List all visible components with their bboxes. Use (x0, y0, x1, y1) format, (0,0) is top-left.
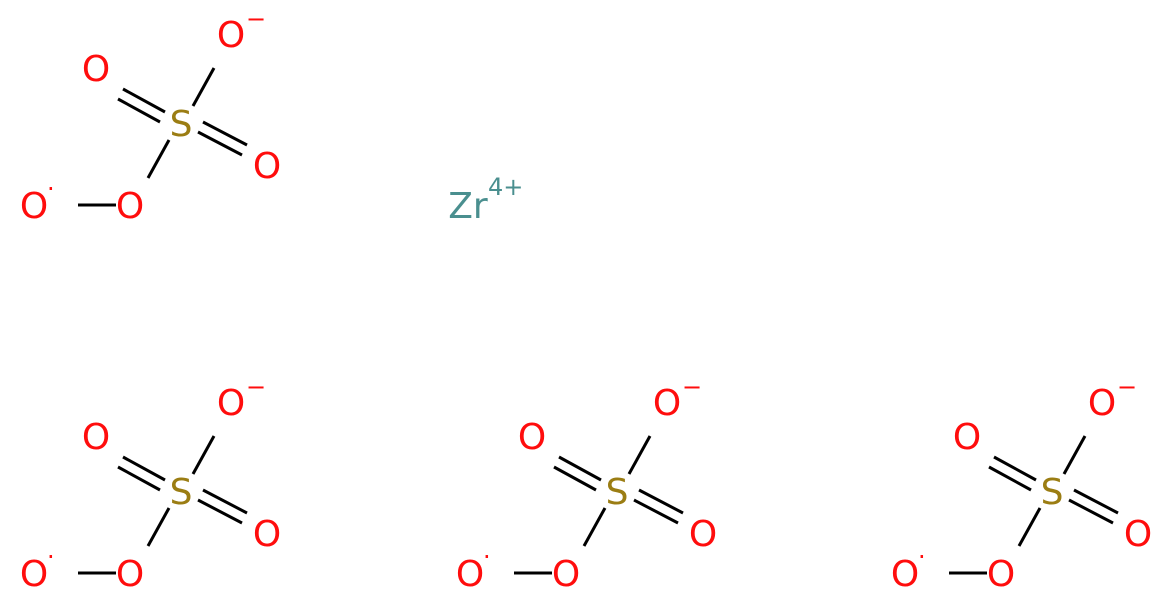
peroxy-sulfur-bond (146, 507, 171, 547)
radical-mark: · (47, 543, 55, 571)
oxo-double-bond-top-a (122, 87, 166, 114)
zirconium-charge: 4+ (488, 173, 523, 201)
oxo-double-bond-right-a (197, 498, 243, 525)
zirconium-symbol: Zr (448, 186, 488, 227)
oxo-double-bond-right-a (197, 130, 243, 157)
sulfur-atom: S (1041, 472, 1064, 513)
oxide-single-bond (191, 67, 216, 107)
oxo-oxygen-right: O (1124, 514, 1152, 555)
oxo-double-bond-top-b (988, 465, 1032, 492)
oxide-oxygen: O (1088, 383, 1116, 424)
peroxysulfate-group-3: S O O O − O O · (456, 373, 717, 595)
oxo-double-bond-right-b (638, 488, 684, 515)
oxo-double-bond-top-a (122, 455, 166, 482)
peroxy-sulfur-bond (1017, 507, 1042, 547)
sulfur-atom: S (606, 472, 629, 513)
sulfur-atom: S (170, 472, 193, 513)
oxo-double-bond-top-b (553, 465, 597, 492)
oxo-double-bond-right-b (202, 488, 248, 515)
oxo-oxygen-right: O (253, 146, 281, 187)
oxo-double-bond-right-a (633, 498, 679, 525)
peroxy-oxygen: O (116, 554, 144, 595)
oxo-double-bond-top-a (558, 455, 602, 482)
radical-oxygen: O (20, 186, 48, 227)
oxo-double-bond-right-b (202, 120, 248, 147)
radical-mark: · (47, 175, 55, 203)
oxo-oxygen-top: O (518, 417, 546, 458)
oxide-oxygen: O (653, 383, 681, 424)
oxide-charge: − (1117, 373, 1137, 401)
oxo-double-bond-right-a (1068, 498, 1114, 525)
radical-oxygen: O (456, 554, 484, 595)
radical-oxygen: O (20, 554, 48, 595)
peroxysulfate-group-4: S O O O − O O · (891, 373, 1152, 595)
oxide-oxygen: O (217, 383, 245, 424)
peroxy-oxygen: O (116, 186, 144, 227)
oxide-charge: − (246, 5, 266, 33)
oxo-oxygen-right: O (689, 514, 717, 555)
oxo-double-bond-top-a (993, 455, 1037, 482)
radical-mark: · (483, 543, 491, 571)
oxide-charge: − (246, 373, 266, 401)
sulfur-atom: S (170, 104, 193, 145)
oxo-oxygen-top: O (82, 417, 110, 458)
zirconium-cation: Zr 4+ (448, 173, 523, 227)
oxo-oxygen-top: O (953, 417, 981, 458)
oxo-double-bond-top-b (117, 465, 161, 492)
oxo-double-bond-right-b (1073, 488, 1119, 515)
peroxy-oxygen: O (987, 554, 1015, 595)
peroxysulfate-group-1: S O O O − O O · (20, 5, 281, 227)
oxo-oxygen-right: O (253, 514, 281, 555)
peroxy-oxygen: O (552, 554, 580, 595)
radical-oxygen: O (891, 554, 919, 595)
oxo-double-bond-top-b (117, 97, 161, 124)
oxo-oxygen-top: O (82, 49, 110, 90)
oxide-oxygen: O (217, 15, 245, 56)
peroxysulfate-group-2: S O O O − O O · (20, 373, 281, 595)
oxide-single-bond (191, 435, 216, 475)
oxide-single-bond (627, 435, 652, 475)
peroxy-sulfur-bond (582, 507, 607, 547)
oxide-single-bond (1062, 435, 1087, 475)
radical-mark: · (918, 543, 926, 571)
oxide-charge: − (682, 373, 702, 401)
peroxy-sulfur-bond (146, 139, 171, 179)
